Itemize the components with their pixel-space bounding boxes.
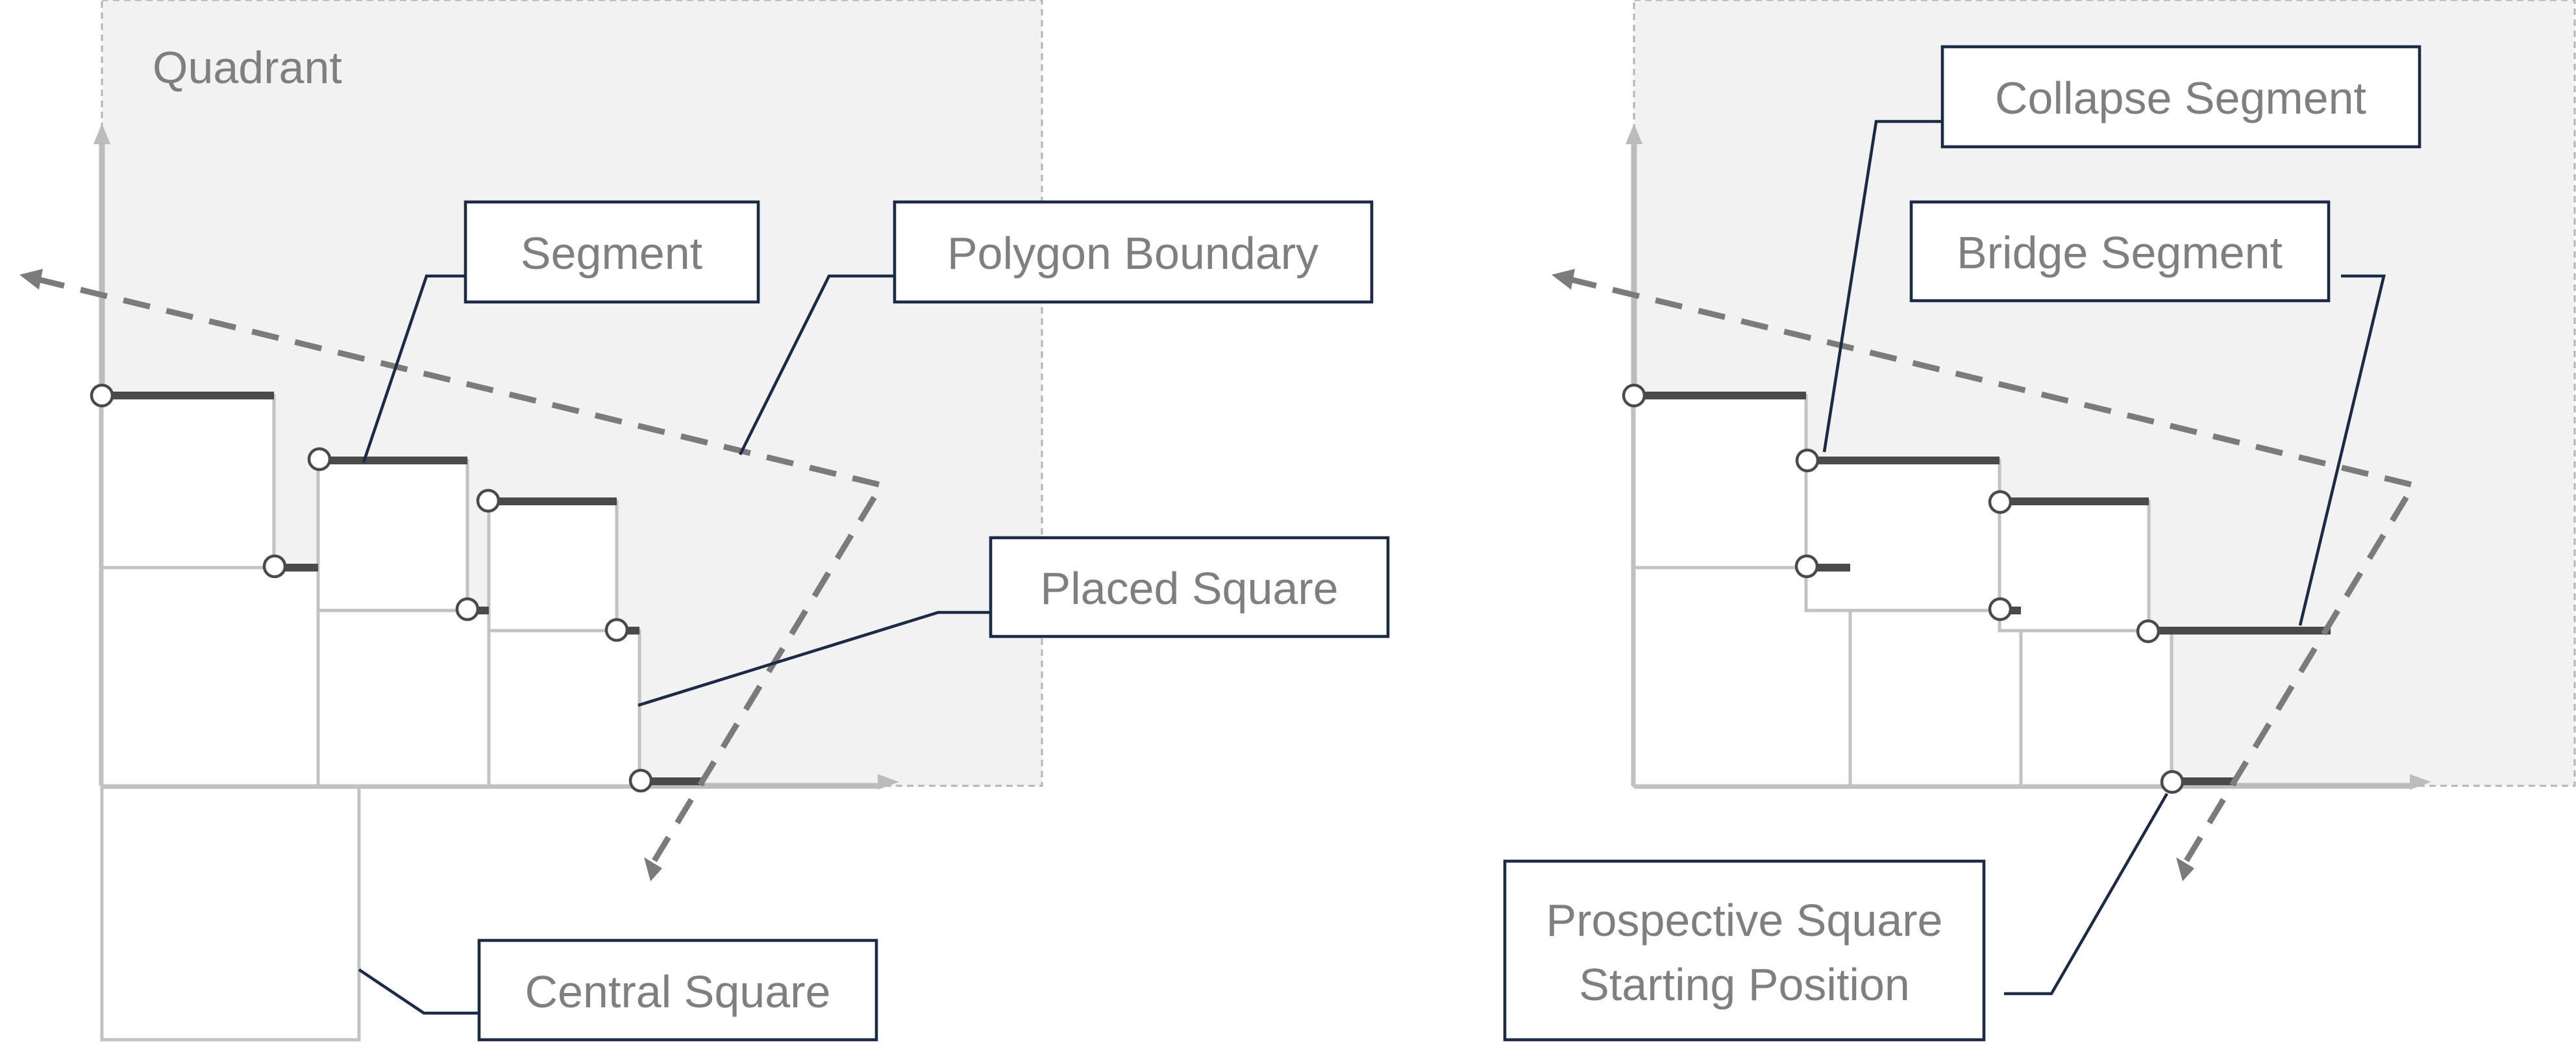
central-square-label-box bbox=[477, 938, 878, 1042]
placed-square bbox=[100, 566, 320, 788]
left-x-axis-arrow-icon bbox=[878, 774, 899, 790]
polygon-boundary-line bbox=[1568, 276, 2419, 866]
segment-node bbox=[455, 597, 480, 622]
boundary-arrow-icon bbox=[1552, 269, 1575, 290]
segment-node bbox=[1988, 597, 2012, 622]
placed-square bbox=[100, 394, 276, 570]
central-square bbox=[100, 786, 361, 1042]
segment-node bbox=[1795, 448, 1820, 473]
prospective-label-line2: Starting Position bbox=[1579, 959, 1910, 1010]
polygon-boundary-leader bbox=[738, 274, 896, 456]
left-panel: Quadrant S bbox=[19, 0, 1390, 1042]
placed-square-label: Placed Square bbox=[1040, 563, 1338, 614]
segment-leader bbox=[362, 274, 467, 463]
segment-node bbox=[2136, 619, 2161, 644]
segment-node bbox=[628, 768, 653, 793]
placed-square bbox=[1998, 499, 2151, 633]
placed-square bbox=[2019, 629, 2174, 788]
placed-square bbox=[1804, 459, 2001, 612]
placed-square bbox=[487, 629, 641, 788]
segment-node bbox=[307, 447, 332, 471]
collapse-segment-label: Collapse Segment bbox=[1995, 73, 2366, 123]
collapse-segment-leader bbox=[1822, 119, 1944, 453]
prospective-start-node bbox=[2160, 770, 2185, 794]
placed-square bbox=[487, 499, 619, 633]
prospective-label-line1: Prospective Square bbox=[1546, 895, 1943, 946]
right-x-axis-arrow-icon bbox=[2410, 774, 2431, 790]
segment-label-box bbox=[464, 200, 760, 304]
quadrant-label: Quadrant bbox=[153, 42, 342, 93]
placed-square bbox=[1848, 609, 2023, 788]
bridge-segment-leader bbox=[2298, 274, 2386, 626]
segment-label: Segment bbox=[521, 228, 702, 279]
polygon-boundary-line bbox=[36, 276, 887, 866]
boundary-arrow-icon bbox=[19, 269, 43, 290]
placed-square bbox=[316, 459, 469, 612]
segment-node bbox=[262, 554, 287, 579]
boundary-arrow-icon bbox=[2176, 857, 2194, 881]
segment-node bbox=[1988, 490, 2012, 514]
segment-node bbox=[476, 488, 501, 513]
polygon-boundary-label-box bbox=[893, 200, 1374, 304]
segment-node bbox=[90, 383, 114, 408]
placed-square-leader bbox=[638, 610, 992, 707]
central-square-leader bbox=[358, 968, 479, 1015]
left-y-axis-arrow-icon bbox=[93, 123, 110, 144]
collapse-segment-label-box bbox=[1940, 45, 2421, 149]
right-y-axis-arrow-icon bbox=[1626, 123, 1642, 144]
segment-node bbox=[1622, 383, 1646, 408]
prospective-label-box bbox=[1503, 859, 1986, 1042]
right-panel: Collapse Segment Bridge Segment Prospect… bbox=[1503, 0, 2576, 1042]
bridge-segment-label: Bridge Segment bbox=[1957, 227, 2283, 278]
polygon-boundary-label: Polygon Boundary bbox=[947, 228, 1319, 279]
placed-square-label-box bbox=[989, 536, 1390, 638]
boundary-arrow-icon bbox=[644, 857, 662, 881]
segment-node bbox=[1794, 554, 1819, 579]
central-square-label: Central Square bbox=[525, 966, 831, 1017]
bridge-segment-label-box bbox=[1909, 200, 2331, 303]
placed-square bbox=[316, 609, 491, 788]
segment-node bbox=[604, 618, 629, 642]
placed-square bbox=[1632, 394, 1808, 570]
prospective-leader bbox=[2004, 792, 2168, 996]
